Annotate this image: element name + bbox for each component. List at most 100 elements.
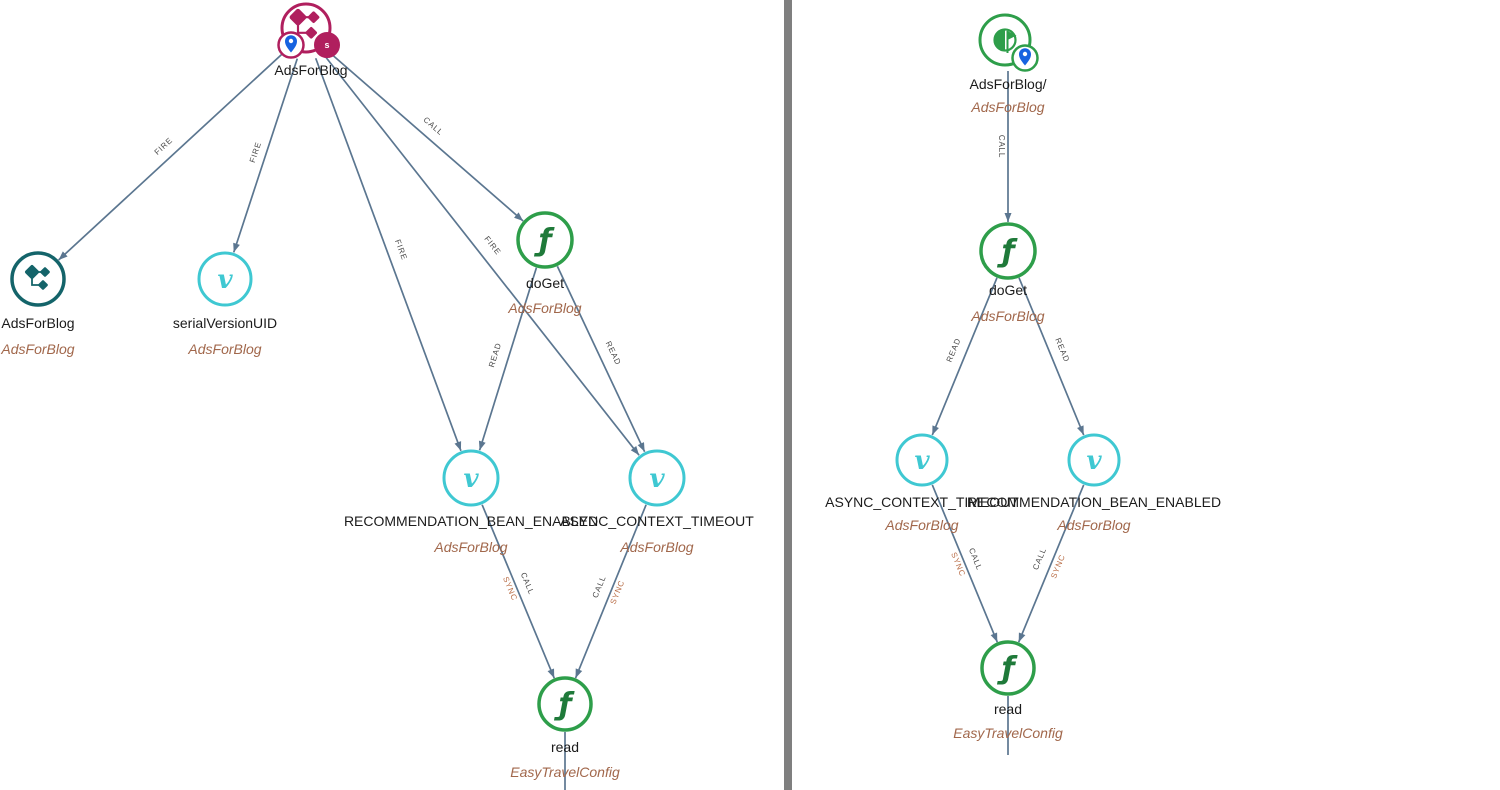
left-graph-nodes: sAdsForBlogAdsForBlogAdsForBlogvserialVe… <box>0 2 754 780</box>
variable-icon: v <box>649 464 665 494</box>
node-label: doGet <box>526 275 564 291</box>
node-sublabel: AdsForBlog <box>507 300 581 316</box>
node-label: doGet <box>989 282 1027 298</box>
edge-line <box>478 267 538 451</box>
node-sublabel: EasyTravelConfig <box>510 764 620 780</box>
edge-line <box>481 504 556 679</box>
arrowhead-icon <box>58 251 68 261</box>
variable-icon: v <box>1086 446 1102 476</box>
arrowhead-icon <box>547 668 555 679</box>
node-label: ASYNC_CONTEXT_TIMEOUT <box>825 494 1019 510</box>
node-sublabel: EasyTravelConfig <box>953 725 1063 741</box>
arrowhead-icon <box>1018 632 1026 643</box>
edge-line <box>314 57 462 452</box>
node-sublabel: AdsForBlog <box>619 539 693 555</box>
variable-icon: v <box>217 265 233 295</box>
arrowhead-icon <box>990 632 998 643</box>
location-pin-icon <box>1011 44 1039 72</box>
arrowhead-icon <box>1004 213 1012 222</box>
edge-label: FIRE <box>248 141 263 164</box>
edge-line <box>326 49 524 222</box>
node-label: serialVersionUID <box>173 315 277 331</box>
method-icon: ƒ <box>996 234 1018 269</box>
service-icon <box>993 28 1017 53</box>
node-sublabel: AdsForBlog <box>970 308 1044 324</box>
edge-r-doget-r-async: READ <box>931 277 998 436</box>
edge-label: CALL <box>967 547 984 572</box>
arrowhead-icon <box>478 440 486 451</box>
edge-label: READ <box>945 337 963 364</box>
edge-l-adsforblog-top-l-recommendation: FIRE <box>314 57 462 452</box>
edge-label: CALL <box>997 135 1006 158</box>
edge-label: FIRE <box>393 238 409 261</box>
edge-l-doget-l-async: READ <box>556 265 646 453</box>
panel-divider[interactable] <box>784 0 792 790</box>
settings-badge-icon: s <box>314 32 340 58</box>
node-sublabel: AdsForBlog <box>884 517 958 533</box>
edge-l-doget-l-recommendation: READ <box>478 267 538 451</box>
node-sublabel: AdsForBlog <box>433 539 507 555</box>
location-pin-icon <box>277 31 305 59</box>
node-sublabel: AdsForBlog <box>1056 517 1130 533</box>
edge-l-adsforblog-top-l-async: FIRE <box>322 53 640 456</box>
node-label: AdsForBlog <box>1 315 74 331</box>
node-label: AdsForBlog/ <box>969 76 1046 92</box>
variable-icon: v <box>463 464 479 494</box>
svg-text:s: s <box>324 40 329 50</box>
arrowhead-icon <box>630 445 640 456</box>
node-label: RECOMMENDATION_BEAN_ENABLED <box>344 513 598 529</box>
arrowhead-icon <box>575 668 583 679</box>
method-icon: ƒ <box>996 651 1018 686</box>
arrowhead-icon <box>1077 425 1084 436</box>
right-graph-nodes: AdsForBlog/AdsForBlogƒdoGetAdsForBlogvAS… <box>825 13 1221 741</box>
edge-l-adsforblog-top-l-doget: CALL <box>326 49 524 222</box>
node-sublabel: AdsForBlog <box>970 99 1044 115</box>
arrowhead-icon <box>514 212 524 221</box>
edge-label: READ <box>604 340 623 367</box>
edge-label: CALL <box>519 571 536 596</box>
node-label: RECOMMENDATION_BEAN_ENABLED <box>967 494 1221 510</box>
edge-line <box>232 58 299 253</box>
class-icon <box>25 265 50 290</box>
arrowhead-icon <box>454 441 462 451</box>
node-sublabel: AdsForBlog <box>0 341 74 357</box>
edge-r-doget-r-recommendation: READ <box>1018 277 1085 436</box>
method-icon: ƒ <box>553 687 575 722</box>
class-icon <box>289 8 320 39</box>
edge-label: FIRE <box>153 136 175 157</box>
edge-line <box>574 504 647 679</box>
edge-line <box>58 50 286 261</box>
edge-l-adsforblog-top-l-serialversionuid: FIRE <box>232 58 299 253</box>
edge-line <box>931 277 998 436</box>
method-icon: ƒ <box>533 223 555 258</box>
node-label: read <box>994 701 1022 717</box>
graph-node-r-adsforblog-top[interactable]: AdsForBlog/AdsForBlog <box>969 13 1047 115</box>
variable-icon: v <box>914 446 930 476</box>
edge-r-adsforblog-top-r-doget: CALL <box>997 71 1012 222</box>
edge-label: SYNC <box>1049 553 1067 580</box>
arrowhead-icon <box>233 242 240 253</box>
edge-line <box>931 484 999 643</box>
edge-label: READ <box>487 342 503 369</box>
edge-label: CALL <box>1031 546 1048 571</box>
arrowhead-icon <box>637 442 645 452</box>
edge-label: CALL <box>591 574 608 599</box>
edge-label: CALL <box>422 115 445 137</box>
edge-line <box>322 53 640 456</box>
